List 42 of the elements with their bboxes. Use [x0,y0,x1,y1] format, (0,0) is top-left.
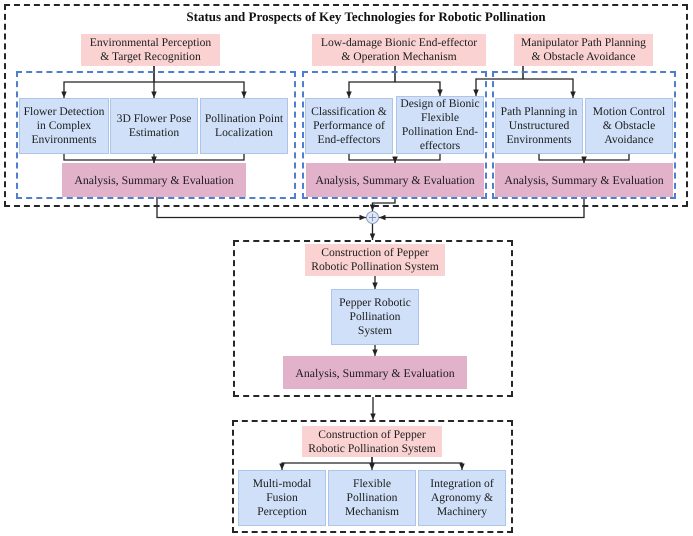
frame-title: Status and Prospects of Key Technologies for Robotic Pollination [186,9,546,25]
arrow [370,397,376,420]
subtopic-card: 3D Flower Pose Estimation [110,98,198,154]
arrow [581,154,630,163]
subtopic-card: Multi-modal Fusion Perception [238,470,326,526]
topic-header: Construction of Pepper Robotic Pollination System [302,426,442,457]
arrow [153,66,247,98]
summary-banner: Analysis, Summary & Evaluation [495,163,673,197]
arrow [371,457,465,470]
dashed-frame [4,4,688,207]
subtopic-card: Classification & Performance of End-effectors [305,98,393,154]
arrow [392,154,441,163]
topic-header: Low-damage Bionic End-effector & Operation Mechanism [312,34,486,66]
summary-banner: Analysis, Summary & Evaluation [306,163,484,197]
arrow [522,66,576,98]
subtopic-card: Flower Detection in Complex Environments [19,98,109,154]
arrow [372,276,378,289]
topic-header: Construction of Pepper Robotic Pollination System [305,244,445,276]
topic-header: Manipulator Path Planning & Obstacle Avoidance [514,34,653,66]
arrow [372,345,378,356]
dashed-group [16,71,296,199]
summary-banner: Analysis, Summary & Evaluation [283,356,467,389]
subtopic-card: Pollination Point Localization [200,98,288,154]
dashed-frame [233,240,513,397]
subtopic-card: Path Planning in Unstructured Environments [495,98,583,154]
summing-junction [366,211,379,224]
summary-banner: Analysis, Summary & Evaluation [62,163,246,197]
dashed-group [302,71,487,199]
subtopic-card: Motion Control & Obstacle Avoidance [585,98,673,154]
arrow [394,66,443,96]
subtopic-card: Flexible Pollination Mechanism [328,470,416,526]
arrow [370,197,396,211]
subtopic-card: Integration of Agronomy & Machinery [418,470,506,526]
subtopic-card: Pepper Robotic Pollination System [331,289,419,345]
dashed-group [492,71,676,199]
arrow [156,197,366,220]
dashed-frame [232,420,513,533]
arrow [370,224,376,240]
subtopic-card: Design of Bionic Flexible Pollination End-effectors [396,96,484,154]
topic-header: Environmental Perception & Target Recognition [81,34,220,66]
arrow [151,154,245,163]
arrow [379,197,585,220]
